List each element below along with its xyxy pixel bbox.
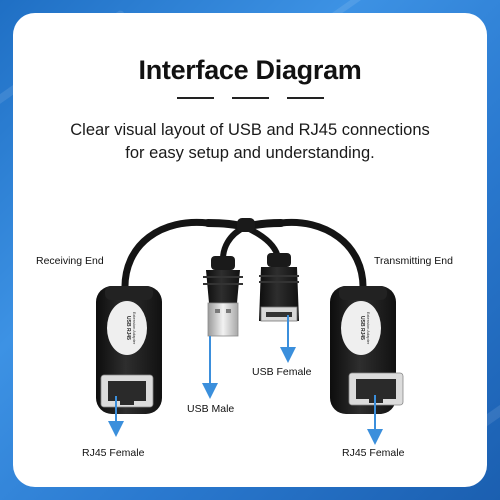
page-title: Interface Diagram [138, 55, 362, 85]
usb-rj45-extender-illustration: USB RJ45 Extension Adapter USB RJ45 Exte… [96, 218, 404, 445]
divider-dash [287, 97, 324, 99]
transmitting-end-adapter: USB RJ45 Extension Adapter [330, 286, 404, 414]
divider-dash [177, 97, 214, 99]
cable-right-adapter [277, 218, 367, 295]
svg-text:Extension Adapter: Extension Adapter [366, 312, 371, 345]
svg-text:USB RJ45: USB RJ45 [125, 316, 131, 340]
title-divider [13, 97, 487, 101]
label-usb-male: USB Male [187, 403, 235, 415]
label-transmitting-end: Transmitting End [374, 255, 453, 267]
cable-left-adapter [121, 218, 212, 295]
subtitle: Clear visual layout of USB and RJ45 conn… [33, 119, 467, 165]
receiving-end-adapter: USB RJ45 Extension Adapter [96, 286, 162, 414]
label-usb-female: USB Female [252, 366, 312, 378]
svg-text:USB RJ45: USB RJ45 [359, 316, 365, 340]
svg-text:Extension Adapter: Extension Adapter [132, 312, 137, 345]
content-card: Interface Diagram Clear visual layout of… [13, 13, 487, 487]
callout-arrows [108, 315, 383, 445]
label-receiving-end: Receiving End [36, 255, 104, 267]
label-rj45-female-right: RJ45 Female [342, 447, 405, 459]
label-rj45-female-left: RJ45 Female [82, 447, 145, 459]
divider-dash [232, 97, 269, 99]
usb-male-connector [203, 256, 243, 337]
subtitle-line-2: for easy setup and understanding. [125, 144, 375, 162]
usb-female-connector [259, 253, 299, 322]
subtitle-line-1: Clear visual layout of USB and RJ45 conn… [70, 121, 430, 139]
cables [121, 218, 367, 295]
cable-split-joint [237, 218, 255, 232]
